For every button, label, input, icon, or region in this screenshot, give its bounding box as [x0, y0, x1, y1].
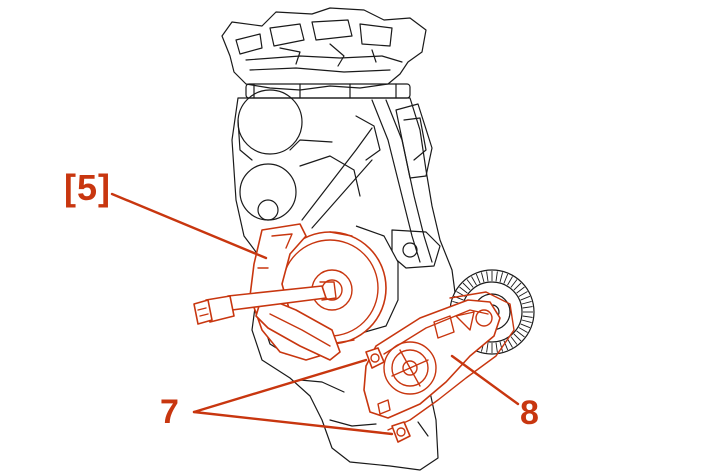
pulley-groove — [507, 276, 513, 286]
pulley-groove — [521, 319, 532, 324]
callout-tool-label: [5] — [64, 167, 111, 208]
pulley-groove — [486, 342, 489, 353]
pulley-groove — [475, 273, 481, 284]
pulley-groove — [499, 341, 504, 352]
pulley-groove — [521, 300, 532, 305]
callout-bolts-label: 7 — [160, 393, 179, 431]
pulley-groove — [503, 273, 509, 284]
pulley-groove — [480, 272, 485, 283]
pulley-groove — [503, 340, 509, 351]
callout-belt-label: 8 — [520, 394, 539, 432]
pulley-groove — [510, 336, 518, 345]
pulley-groove — [520, 295, 531, 301]
pulley-groove — [522, 306, 533, 309]
pulley-groove — [459, 286, 468, 294]
pulley-groove — [462, 282, 471, 291]
belt-tensioner — [363, 291, 515, 431]
pulley-groove — [510, 279, 518, 288]
pulley-groove — [466, 279, 474, 288]
locking-tool — [193, 223, 341, 361]
pulley-groove — [513, 333, 522, 342]
pulley-groove — [507, 338, 513, 348]
pulley-groove — [486, 271, 489, 282]
pulley-groove — [520, 323, 531, 329]
pulley-groove — [516, 286, 525, 294]
leader-line-belt — [450, 354, 520, 406]
pulley-groove — [471, 276, 477, 286]
pulley-groove — [499, 272, 504, 283]
leader-line-bolt-lower — [192, 410, 394, 436]
leader-line-tool — [110, 192, 268, 260]
pulley-groove — [513, 282, 522, 291]
bolt-lower — [391, 421, 411, 443]
bolt-upper — [365, 347, 385, 369]
pulley-groove — [516, 330, 525, 338]
pulley-groove — [518, 327, 528, 333]
pulley-groove — [522, 315, 533, 318]
pulley-groove — [495, 271, 498, 282]
pulley-groove — [495, 342, 498, 353]
leader-line-bolt-upper — [192, 358, 368, 414]
pulley-groove — [518, 291, 528, 297]
